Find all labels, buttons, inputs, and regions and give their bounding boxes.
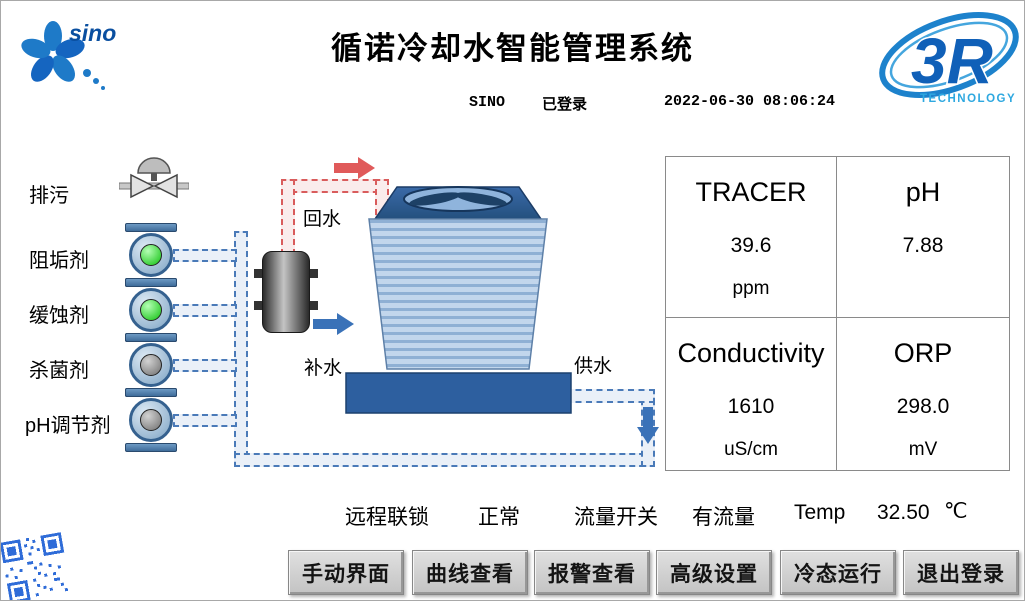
pump-body xyxy=(129,233,173,277)
temp-value: 32.50 xyxy=(877,501,930,524)
cell-conductivity: Conductivity 1610 uS/cm xyxy=(666,317,836,470)
header-datetime: 2022-06-30 08:06:24 xyxy=(664,93,836,110)
return-pipe-vertical-left xyxy=(281,179,295,255)
makeup-arrow-icon xyxy=(313,313,354,335)
3r-logo-subtext: TECHNOLOGY xyxy=(920,93,1016,105)
nav-button-curve-view[interactable]: 曲线查看 xyxy=(412,550,528,595)
pump-status-indicator xyxy=(140,299,162,321)
3r-logo-text: 3R xyxy=(911,25,993,97)
cell-ph: pH 7.88 xyxy=(836,157,1009,317)
fan-icon xyxy=(403,186,513,212)
cell-orp: ORP 298.0 mV xyxy=(836,317,1009,470)
pump-status-indicator xyxy=(140,354,162,376)
pump-status-indicator xyxy=(140,244,162,266)
dosing-stub-3 xyxy=(173,359,237,372)
supply-water-label: 供水 xyxy=(574,356,613,377)
page-title: 循诺冷却水智能管理系统 xyxy=(331,31,694,66)
dosing-stub-4 xyxy=(173,414,237,427)
supply-pipe-bottom xyxy=(234,453,655,467)
makeup-water-label: 补水 xyxy=(304,358,343,379)
flow-switch-label: 流量开关 xyxy=(574,506,658,529)
tracer-label: TRACER xyxy=(695,177,807,207)
exchanger-nub xyxy=(254,269,262,278)
nav-button-cold-run[interactable]: 冷态运行 xyxy=(780,550,896,595)
tracer-value: 39.6 xyxy=(730,234,772,257)
interlock-label: 远程联锁 xyxy=(345,506,429,529)
pump-cap xyxy=(125,278,177,287)
qr-code-icon xyxy=(1,532,72,600)
conductivity-unit: uS/cm xyxy=(724,439,778,460)
pump-status-indicator xyxy=(140,409,162,431)
temp-label: Temp xyxy=(794,501,846,524)
temp-unit: ℃ xyxy=(944,500,968,523)
nav-button-advanced-settings[interactable]: 高级设置 xyxy=(656,550,772,595)
tower-basin xyxy=(345,372,572,414)
orp-unit: mV xyxy=(908,439,938,460)
ph-value: 7.88 xyxy=(902,234,944,257)
conductivity-label: Conductivity xyxy=(677,338,825,368)
nav-button-manual-screen[interactable]: 手动界面 xyxy=(288,550,404,595)
dosing-stub-2 xyxy=(173,304,237,317)
header-user: SINO xyxy=(469,94,506,111)
supply-arrow-icon xyxy=(637,407,659,444)
nav-button-alarm-view[interactable]: 报警查看 xyxy=(534,550,650,595)
dosing-stub-1 xyxy=(173,249,237,262)
pump-label-corrosion-inhibitor: 缓蚀剂 xyxy=(29,305,89,327)
pump-base xyxy=(125,443,177,452)
pump-label-scale-inhibitor: 阻垢剂 xyxy=(29,250,89,272)
heat-exchanger xyxy=(262,251,310,333)
cooling-tower xyxy=(345,186,572,414)
exchanger-nub xyxy=(310,269,318,278)
measurement-panel: TRACER 39.6 ppm pH 7.88 Conductivity 161… xyxy=(665,156,1010,471)
drain-label: 排污 xyxy=(29,185,69,207)
orp-value: 298.0 xyxy=(896,395,950,418)
pump-biocide xyxy=(125,333,177,397)
flow-switch-value: 有流量 xyxy=(692,506,755,529)
return-arrow-icon xyxy=(334,157,375,179)
pump-body xyxy=(129,343,173,387)
dosing-main-pipe xyxy=(234,231,248,467)
login-status: 已登录 xyxy=(542,96,588,113)
pump-body xyxy=(129,288,173,332)
pump-cap xyxy=(125,223,177,232)
orp-label: ORP xyxy=(893,338,953,368)
pump-ph-regulator xyxy=(125,388,177,452)
drain-valve-icon xyxy=(119,157,189,199)
3r-technology-logo: 3R TECHNOLOGY xyxy=(879,12,1019,105)
pump-cap xyxy=(125,388,177,397)
cell-tracer: TRACER 39.6 ppm xyxy=(666,157,836,317)
interlock-value: 正常 xyxy=(478,506,520,529)
pump-body xyxy=(129,398,173,442)
exchanger-nub xyxy=(254,301,262,310)
pump-cap xyxy=(125,333,177,342)
sino-logo: sino xyxy=(21,20,116,90)
conductivity-value: 1610 xyxy=(727,395,775,418)
ph-label: pH xyxy=(905,177,941,207)
tower-body xyxy=(368,218,548,370)
nav-button-logout[interactable]: 退出登录 xyxy=(903,550,1019,595)
pump-label-biocide: 杀菌剂 xyxy=(29,360,89,382)
return-water-label: 回水 xyxy=(303,209,342,230)
tracer-unit: ppm xyxy=(732,278,770,299)
sino-logo-text: sino xyxy=(69,20,116,46)
exchanger-nub xyxy=(310,301,318,310)
pump-label-ph-regulator: pH调节剂 xyxy=(25,415,111,437)
